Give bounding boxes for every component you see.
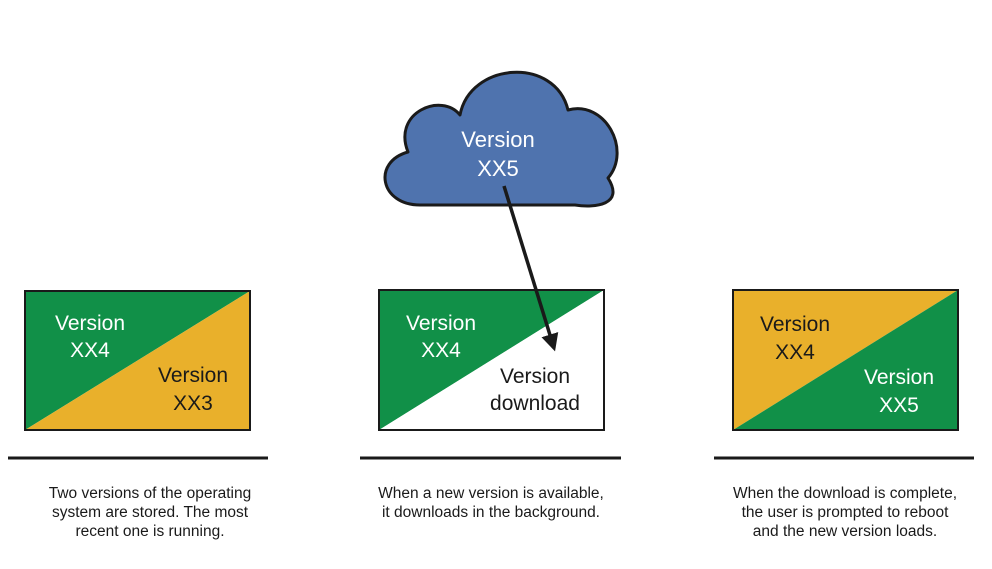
cloud-label-line2: XX5 xyxy=(477,156,519,181)
stage-3-bottom-triangle xyxy=(733,290,958,430)
stage-1-storage-panel: Version XX4 Version XX3 xyxy=(8,290,268,460)
download-arrow xyxy=(502,185,559,352)
stage-1-bottom-label-line1: Version xyxy=(158,364,228,387)
stage-1-panel-border xyxy=(24,290,251,431)
stage-3-bottom-label-line1: Version xyxy=(864,366,934,389)
cloud: Version XX5 xyxy=(383,70,619,208)
stage-2-caption-line: it downloads in the background. xyxy=(381,504,600,521)
stage-3-caption-line: When the download is complete, xyxy=(732,485,958,502)
cloud-label-line1: Version xyxy=(461,127,534,152)
cloud-shape xyxy=(383,70,619,208)
stage-3-bottom-label-line2: XX5 xyxy=(879,394,919,417)
stage-2-bottom-label-line2: download xyxy=(490,392,580,415)
stage-1-caption: Two versions of the operating system are… xyxy=(0,484,300,541)
stage-3-panel-border xyxy=(732,289,959,431)
stage-1-caption-line: Two versions of the operating xyxy=(48,485,252,502)
stage-1-top-label-line1: Version xyxy=(55,312,125,335)
stage-3-top-label-line1: Version xyxy=(760,313,830,336)
stage-2-top-label-line2: XX4 xyxy=(421,339,461,362)
stage-1-bottom-triangle xyxy=(25,291,250,430)
stage-1-top-label-line2: XX4 xyxy=(70,339,110,362)
stage-2-caption: When a new version is available, it down… xyxy=(341,484,641,522)
stage-3-top-label-line2: XX4 xyxy=(775,341,815,364)
stage-3-caption: When the download is complete, the user … xyxy=(695,484,992,541)
stage-3-storage-panel: Version XX4 Version XX5 xyxy=(714,289,974,460)
stage-3-caption-line: and the new version loads. xyxy=(752,523,938,540)
stage-1-caption-line: system are stored. The most xyxy=(51,504,249,521)
stage-2-bottom-label-line1: Version xyxy=(500,365,570,388)
stage-2-top-label-line1: Version xyxy=(406,312,476,335)
stage-2-caption-line: When a new version is available, xyxy=(378,485,604,502)
stage-1-bottom-label-line2: XX3 xyxy=(173,392,213,415)
stage-3-caption-line: the user is prompted to reboot xyxy=(741,504,949,521)
stage-2-storage-panel: Version XX4 Version download xyxy=(360,289,621,460)
stage-2-panel-border xyxy=(378,289,605,431)
stage-1-caption-line: recent one is running. xyxy=(75,523,225,540)
